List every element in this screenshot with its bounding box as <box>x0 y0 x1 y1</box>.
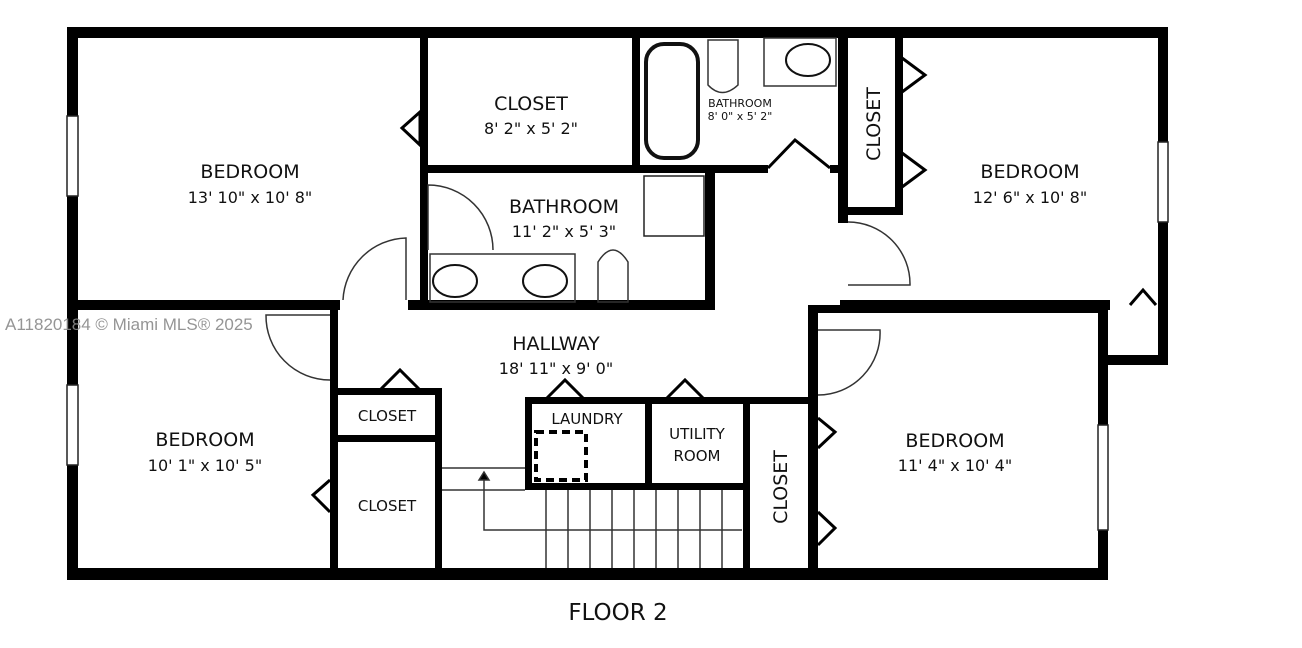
room-name: BATHROOM <box>708 97 772 110</box>
room-size: 8' 2" x 5' 2" <box>484 119 578 138</box>
room-name: CLOSET <box>863 87 885 161</box>
toilet-icon <box>597 249 629 303</box>
windows <box>66 115 1169 531</box>
room-name: BEDROOM <box>155 429 254 451</box>
room-name: UTILITY <box>669 425 726 443</box>
sink-counter <box>763 37 837 87</box>
room-size: 13' 10" x 10' 8" <box>188 188 313 207</box>
room-size: 8' 0" x 5' 2" <box>708 110 773 123</box>
room-name: BEDROOM <box>200 161 299 183</box>
doors <box>265 53 1158 547</box>
room-size: 11' 2" x 5' 3" <box>512 222 616 241</box>
room-size: 12' 6" x 10' 8" <box>973 188 1087 207</box>
room-size: 18' 11" x 9' 0" <box>499 359 613 378</box>
shower-icon <box>643 175 705 237</box>
room-name: LAUNDRY <box>551 410 623 428</box>
floor-title: FLOOR 2 <box>568 600 667 626</box>
stairs <box>442 467 742 568</box>
washer-dryer-icon <box>534 430 588 482</box>
room-name: BEDROOM <box>905 430 1004 452</box>
bathtub-icon <box>644 42 700 160</box>
toilet-icon <box>707 39 739 94</box>
watermark: A11820184 © Miami MLS® 2025 <box>5 315 253 334</box>
vanity-counter <box>429 253 576 303</box>
room-name: CLOSET <box>358 407 417 425</box>
sink-icon <box>432 264 478 298</box>
room-name: CLOSET <box>770 450 792 524</box>
room-name: CLOSET <box>358 497 417 515</box>
room-name: BATHROOM <box>509 196 619 218</box>
room-labels: BEDROOM 13' 10" x 10' 8" CLOSET 8' 2" x … <box>148 87 1087 524</box>
room-name: CLOSET <box>494 93 568 115</box>
sink-icon <box>522 264 568 298</box>
room-name: ROOM <box>674 447 721 465</box>
room-size: 10' 1" x 10' 5" <box>148 456 262 475</box>
room-size: 11' 4" x 10' 4" <box>898 456 1012 475</box>
fixtures <box>429 37 837 568</box>
sink-icon <box>785 43 831 77</box>
walls <box>67 27 1168 580</box>
room-name: HALLWAY <box>512 333 600 355</box>
room-name: BEDROOM <box>980 161 1079 183</box>
